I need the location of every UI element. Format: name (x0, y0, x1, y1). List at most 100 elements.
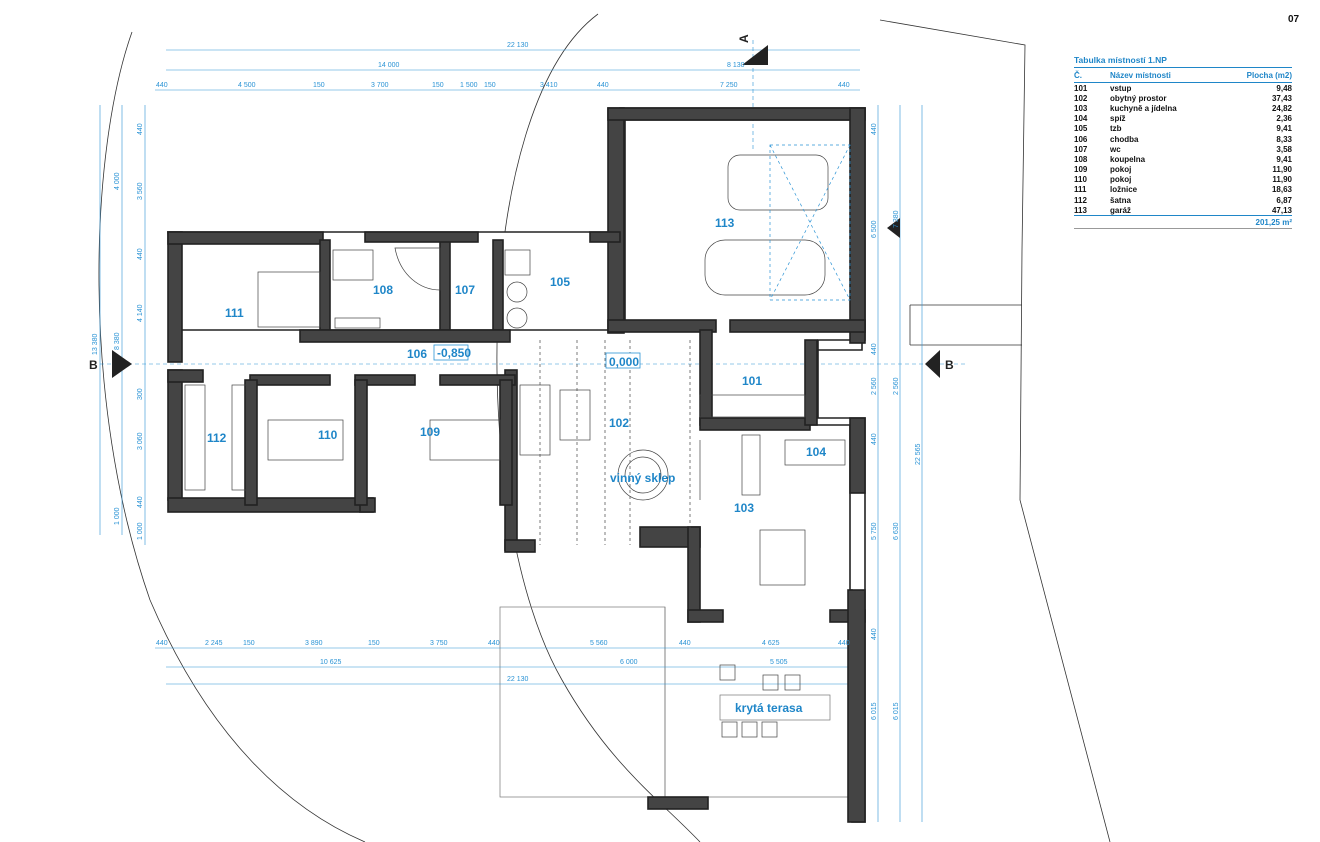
room-table-total-row: 201,25 m² (1074, 215, 1292, 230)
room-name: vstup (1110, 83, 1132, 93)
room-table: Tabulka místností 1.NP Č. Název místnost… (1074, 55, 1292, 230)
room-name: spíž (1110, 114, 1126, 124)
room-number: 112 (1074, 195, 1087, 205)
page-number: 07 (1288, 14, 1300, 25)
room-name: garáž (1110, 205, 1131, 215)
table-row: 106 chodba 8,33 (1074, 134, 1292, 144)
room-109: 109 (420, 425, 440, 439)
room-table-total: 201,25 m² (1218, 215, 1292, 230)
section-b-right-arrow (925, 350, 940, 378)
dim-bottom-s4: 3 890 (305, 640, 323, 647)
dim-top-s11: 440 (838, 82, 850, 89)
dim-right-d3: 6 630 (893, 522, 900, 540)
room-area: 9,41 (1276, 154, 1292, 164)
dim-top-s5: 150 (432, 82, 444, 89)
dim-bottom-s5: 150 (368, 640, 380, 647)
level-box-corridor (433, 344, 469, 361)
level-box-living (605, 352, 641, 369)
room-name: kuchyně a jídelna (1110, 103, 1177, 113)
room-area: 8,33 (1276, 134, 1292, 144)
room-101: 101 (742, 374, 762, 388)
dim-bottom-s10: 4 625 (762, 640, 780, 647)
room-labels: 111 108 107 105 113 106 101 112 110 109 … (207, 216, 826, 515)
dimension-lines (99, 40, 965, 822)
room-number: 105 (1074, 124, 1088, 134)
room-113: 113 (715, 216, 735, 230)
dim-top-s9: 440 (597, 82, 609, 89)
dim-top-overall: 22 130 (507, 42, 529, 49)
room-area: 9,48 (1276, 83, 1292, 93)
dim-right-d4: 6 015 (893, 702, 900, 720)
room-area: 9,41 (1276, 124, 1292, 134)
room-table-title: Tabulka místností 1.NP (1074, 55, 1292, 68)
room-111: 111 (225, 306, 244, 320)
dim-left-i1: 440 (137, 123, 144, 135)
header-number: Č. (1074, 68, 1110, 83)
dim-top-s1: 440 (156, 82, 168, 89)
dims-top: 22 130 14 000 8 130 440 4 500 150 3 700 … (156, 42, 850, 89)
dim-left-d1: 4 000 (114, 172, 121, 190)
section-b-left-label: B (89, 358, 98, 372)
section-b-right-label: B (945, 358, 954, 372)
room-104: 104 (806, 445, 826, 459)
furniture (184, 144, 851, 738)
section-a-arrow (742, 45, 768, 65)
dims-bottom: 440 2 245 150 3 890 150 3 750 440 5 560 … (156, 640, 850, 683)
dim-left-outer: 13 380 (92, 333, 99, 355)
dim-right-i2: 6 500 (871, 220, 878, 238)
room-number: 111 (1074, 185, 1087, 195)
wine-cellar-label: vinný sklep (610, 471, 675, 485)
room-106: 106 (407, 347, 427, 361)
room-number: 101 (1074, 83, 1088, 93)
room-108: 108 (373, 283, 393, 297)
room-area: 11,90 (1272, 165, 1292, 175)
dim-left-d2: 8 380 (114, 332, 121, 350)
terrace-outline (499, 606, 860, 798)
dim-bottom-s2: 2 245 (205, 640, 223, 647)
room-name: wc (1110, 144, 1121, 154)
table-row: 104 spíž 2,36 (1074, 114, 1292, 124)
header-name: Název místnosti (1110, 68, 1219, 83)
room-number: 104 (1074, 114, 1088, 124)
site-boundary (98, 13, 1111, 842)
dim-right-i4: 2 560 (871, 377, 878, 395)
section-b-left-arrow (112, 350, 132, 378)
room-name: ložnice (1110, 185, 1138, 195)
room-name: pokoj (1110, 175, 1132, 185)
dim-top-s8: 3 410 (540, 82, 558, 89)
table-row: 101 vstup 9,48 (1074, 83, 1292, 94)
room-number: 109 (1074, 165, 1088, 175)
room-area: 2,36 (1276, 114, 1292, 124)
room-area: 6,87 (1276, 195, 1292, 205)
dim-left-i5: 300 (137, 388, 144, 400)
dim-bottom-s11: 440 (838, 640, 850, 647)
dim-top-s2: 4 500 (238, 82, 256, 89)
room-number: 110 (1074, 175, 1087, 185)
room-area: 24,82 (1271, 103, 1292, 113)
room-table-header-row: Č. Název místnosti Plocha (m2) (1074, 68, 1292, 83)
dim-right-d1: 7 380 (893, 210, 900, 228)
dims-left: 13 380 4 000 8 380 1 000 440 3 560 440 4… (92, 123, 144, 540)
dim-right-i6: 5 750 (871, 522, 878, 540)
dim-left-i2: 3 560 (137, 182, 144, 200)
dim-bottom-s1: 440 (156, 640, 168, 647)
dim-bottom-s7: 440 (488, 640, 500, 647)
room-number: 107 (1074, 144, 1088, 154)
dim-left-d3: 1 000 (114, 507, 121, 525)
room-number: 106 (1074, 134, 1088, 144)
dim-left-i7: 440 (137, 496, 144, 508)
room-name: chodba (1110, 134, 1139, 144)
dim-left-i8: 1 000 (137, 522, 144, 540)
room-107: 107 (455, 283, 475, 297)
dim-left-i6: 3 060 (137, 432, 144, 450)
dim-right-i3: 440 (871, 343, 878, 355)
